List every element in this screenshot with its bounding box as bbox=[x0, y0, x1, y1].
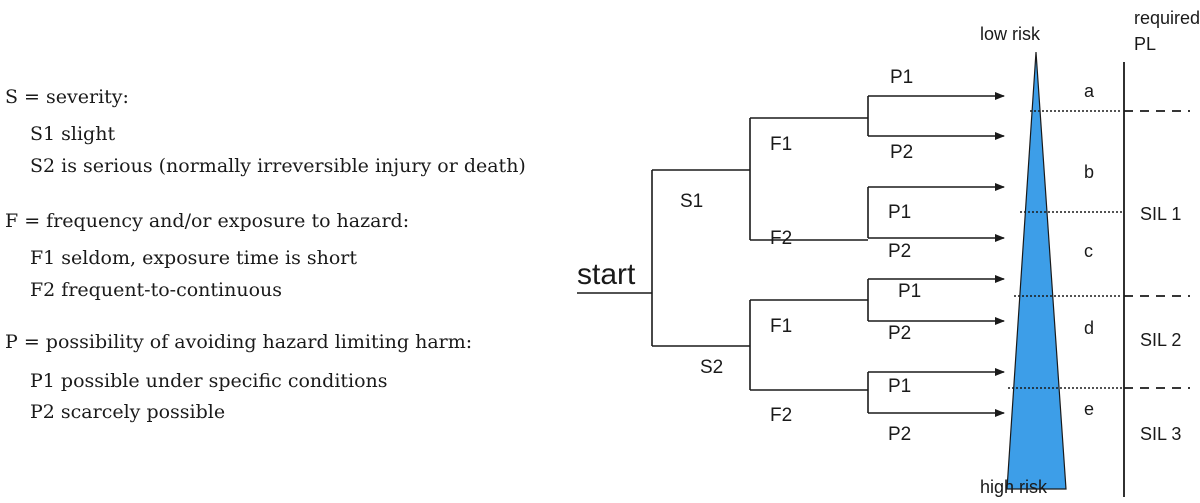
f1-upper-label: F1 bbox=[770, 134, 792, 155]
severity-s1-definition: S1 slight bbox=[30, 123, 116, 145]
p1-label-1: P1 bbox=[890, 67, 913, 88]
possibility-heading: P = possibility of avoiding hazard limit… bbox=[5, 331, 473, 353]
start-label: start bbox=[577, 258, 636, 291]
p2-label-2: P2 bbox=[888, 241, 911, 262]
p2-label-4: P2 bbox=[888, 424, 911, 445]
p1-label-3: P1 bbox=[898, 281, 921, 302]
frequency-f1-definition: F1 seldom, exposure time is short bbox=[30, 247, 358, 269]
pl-level-d: d bbox=[1084, 318, 1094, 338]
p1-label-4: P1 bbox=[888, 376, 911, 397]
possibility-p1-definition: P1 possible under specific conditions bbox=[30, 370, 388, 392]
f1-lower-label: F1 bbox=[770, 316, 792, 337]
legend: S = severity: S1 slight S2 is serious (n… bbox=[0, 0, 560, 503]
sil-3-label: SIL 3 bbox=[1140, 424, 1181, 444]
pl-level-a: a bbox=[1084, 81, 1095, 101]
s2-label: S2 bbox=[700, 357, 723, 378]
pl-label: PL bbox=[1134, 34, 1156, 54]
f2-upper-label: F2 bbox=[770, 228, 792, 249]
pl-level-e: e bbox=[1084, 399, 1094, 419]
pl-level-b: b bbox=[1084, 162, 1094, 182]
risk-triangle bbox=[1006, 51, 1067, 490]
pl-level-c: c bbox=[1084, 241, 1093, 261]
frequency-heading: F = frequency and/or exposure to hazard: bbox=[5, 210, 410, 232]
required-label: required bbox=[1134, 8, 1200, 28]
severity-s2-definition: S2 is serious (normally irreversible inj… bbox=[30, 155, 526, 177]
p1-label-2: P1 bbox=[888, 202, 911, 223]
low-risk-label: low risk bbox=[980, 24, 1041, 44]
f2-lower-label: F2 bbox=[770, 405, 792, 426]
severity-heading: S = severity: bbox=[5, 86, 129, 108]
sil-2-label: SIL 2 bbox=[1140, 330, 1181, 350]
p2-label-3: P2 bbox=[888, 323, 911, 344]
high-risk-label: high risk bbox=[980, 477, 1048, 497]
frequency-f2-definition: F2 frequent-to-continuous bbox=[30, 279, 283, 301]
s1-label: S1 bbox=[680, 191, 703, 212]
sil-1-label: SIL 1 bbox=[1140, 204, 1181, 224]
p2-label-1: P2 bbox=[890, 142, 913, 163]
possibility-p2-definition: P2 scarcely possible bbox=[30, 401, 226, 423]
